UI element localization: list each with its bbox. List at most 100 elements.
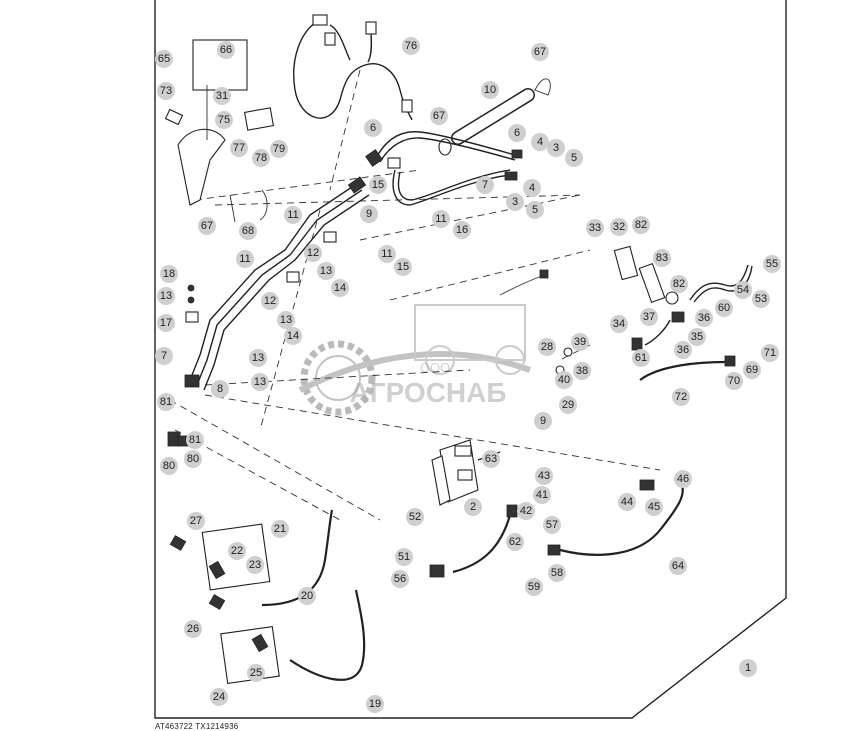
callout-81-2: 81 (186, 431, 204, 449)
callout-label: 17 (160, 317, 172, 329)
callout-label: 70 (728, 375, 740, 387)
callout-label: 72 (675, 391, 687, 403)
callout-label: 8 (217, 383, 223, 395)
callout-69: 69 (743, 361, 761, 379)
callout-43: 43 (535, 467, 553, 485)
callout-label: 61 (635, 352, 647, 364)
callout-label: 77 (233, 142, 245, 154)
callout-bubble (670, 275, 688, 293)
control-valve (431, 439, 501, 506)
callout-label: 66 (220, 44, 232, 56)
callout-52: 52 (406, 508, 424, 526)
callout-75: 75 (215, 111, 233, 129)
callout-bubble (391, 570, 409, 588)
callout-label: 67 (201, 220, 213, 232)
callout-bubble (632, 349, 650, 367)
callout-35: 35 (688, 328, 706, 346)
callout-bubble (517, 502, 535, 520)
callout-5: 5 (565, 149, 583, 167)
callout-bubble (555, 371, 573, 389)
callout-label: 64 (672, 560, 684, 572)
callout-label: 28 (541, 341, 553, 353)
callout-bubble (543, 516, 561, 534)
callout-label: 67 (534, 46, 546, 58)
callout-bubble (155, 347, 173, 365)
callout-bubble (184, 620, 202, 638)
callout-label: 29 (562, 399, 574, 411)
callout-bubble (674, 470, 692, 488)
callout-label: 51 (398, 551, 410, 563)
callout-10: 10 (481, 81, 499, 99)
callout-11-4: 11 (378, 245, 396, 263)
callout-bubble (228, 542, 246, 560)
callout-bubble (249, 349, 267, 367)
callout-label: 34 (613, 318, 625, 330)
wiring-harness (293, 14, 413, 121)
callout-label: 7 (482, 179, 488, 191)
callout-label: 5 (532, 204, 538, 216)
callout-label: 35 (691, 331, 703, 343)
callout-label: 76 (405, 40, 417, 52)
callout-label: 79 (273, 143, 285, 155)
callout-65: 65 (155, 50, 173, 68)
callout-15-2: 15 (394, 258, 412, 276)
callout-bubble (534, 412, 552, 430)
callout-18: 18 (160, 265, 178, 283)
callout-bubble (476, 176, 494, 194)
callout-bubble (538, 338, 556, 356)
callout-bubble (482, 450, 500, 468)
callout-bubble (559, 396, 577, 414)
callout-label: 43 (538, 470, 550, 482)
callout-31: 31 (213, 87, 231, 105)
callout-62: 62 (506, 533, 524, 551)
callout-14: 14 (331, 279, 349, 297)
callout-label: 3 (553, 142, 559, 154)
callout-60: 60 (715, 299, 733, 317)
callout-label: 59 (528, 581, 540, 593)
callout-label: 58 (551, 567, 563, 579)
callout-7: 7 (476, 176, 494, 194)
callout-label: 9 (540, 415, 546, 427)
callout-66: 66 (217, 41, 235, 59)
callout-67-3: 67 (198, 217, 216, 235)
callout-bubble (360, 205, 378, 223)
callout-80-2: 80 (184, 450, 202, 468)
callout-label: 6 (514, 127, 520, 139)
callout-bubble (618, 493, 636, 511)
callout-bubble (481, 81, 499, 99)
callout-label: 12 (307, 247, 319, 259)
callout-bubble (734, 281, 752, 299)
callout-33: 33 (586, 219, 604, 237)
callout-bubble (364, 119, 382, 137)
callout-label: 55 (766, 258, 778, 270)
callout-bubble (533, 486, 551, 504)
fittings-mid (499, 269, 573, 375)
callout-57: 57 (543, 516, 561, 534)
fittings-left (167, 284, 195, 447)
callout-63: 63 (482, 450, 500, 468)
callout-bubble (526, 201, 544, 219)
callout-bubble (640, 308, 658, 326)
callout-24: 24 (210, 688, 228, 706)
callout-label: 45 (648, 501, 660, 513)
callout-1: 1 (739, 659, 757, 677)
callout-bubble (270, 140, 288, 158)
callout-label: 40 (558, 374, 570, 386)
callout-label: 67 (433, 110, 445, 122)
callout-label: 42 (520, 505, 532, 517)
callout-label: 44 (621, 496, 633, 508)
callout-8: 8 (211, 380, 229, 398)
callout-61: 61 (632, 349, 650, 367)
steel-lines (184, 176, 370, 391)
callout-bubble (395, 548, 413, 566)
callout-label: 71 (764, 347, 776, 359)
callout-77: 77 (230, 139, 248, 157)
callout-64: 64 (669, 557, 687, 575)
callout-53: 53 (752, 290, 770, 308)
callout-bubble (586, 219, 604, 237)
callout-19: 19 (366, 695, 384, 713)
callout-34: 34 (610, 315, 628, 333)
callout-bubble (653, 249, 671, 267)
callout-label: 11 (287, 209, 298, 221)
callout-label: 10 (484, 84, 496, 96)
